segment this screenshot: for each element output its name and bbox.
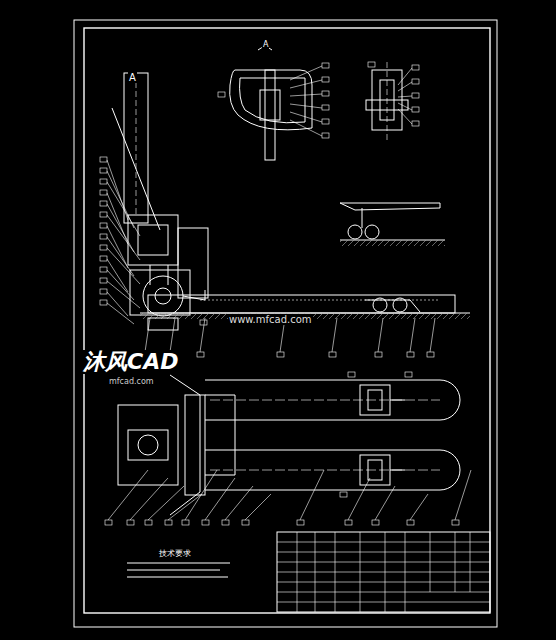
watermark-logo: 沐风CAD	[82, 350, 179, 374]
watermark: mfcad.com	[108, 378, 155, 387]
watermark: www.mfcad.com	[228, 314, 313, 325]
view-label: A	[262, 41, 269, 50]
view-label: A	[128, 72, 137, 83]
notes-heading: 技术要求	[158, 550, 192, 559]
